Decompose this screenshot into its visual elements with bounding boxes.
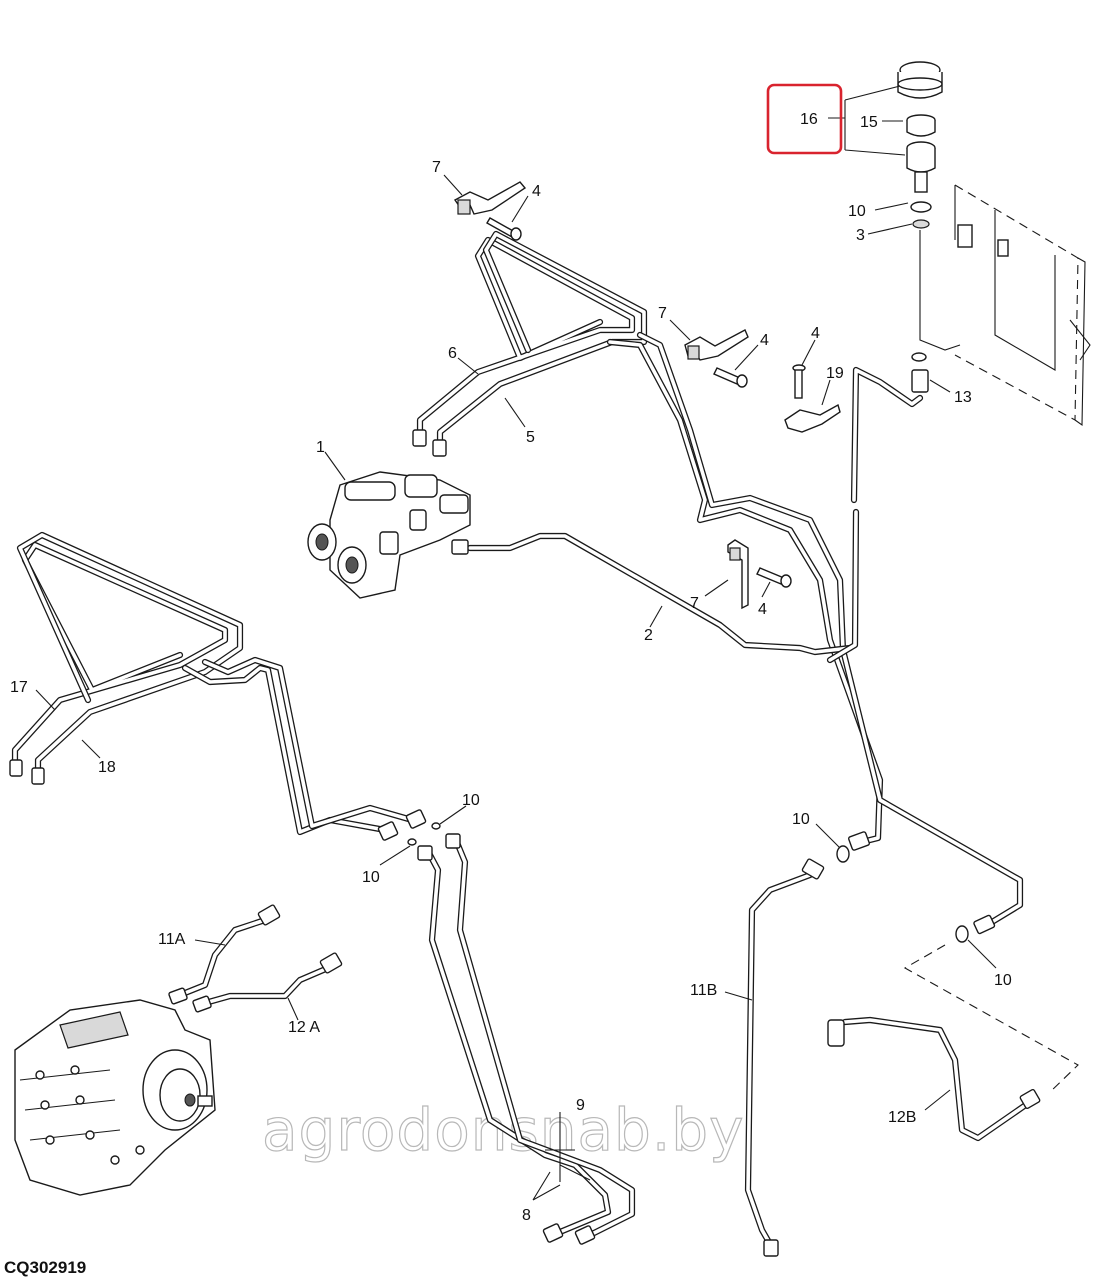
tube-left-loop-17 — [11, 541, 229, 772]
callout-6: 6 — [448, 345, 457, 362]
callout-2: 2 — [644, 627, 653, 644]
fittings — [9, 369, 1041, 1257]
tube-11b — [744, 871, 814, 1248]
tube-12b — [841, 1016, 1034, 1142]
bolt-4-mid — [713, 367, 748, 388]
callout-15: 15 — [860, 114, 878, 131]
callout-10: 10 — [848, 203, 866, 220]
bracket-7-lower — [727, 539, 749, 610]
callout-4: 4 — [532, 183, 541, 200]
filter-cap-assembly-16 — [897, 61, 943, 229]
bracket-7-mid — [684, 329, 749, 361]
figure-id: CQ302919 — [4, 1258, 86, 1277]
callout-11b: 11B — [690, 982, 717, 999]
callout-1: 1 — [316, 439, 325, 456]
callout-10: 10 — [792, 811, 810, 828]
tube-11a — [176, 916, 269, 999]
callout-13: 13 — [954, 389, 972, 406]
callout-3: 3 — [856, 227, 865, 244]
callout-18: 18 — [98, 759, 116, 776]
valve-block-1 — [307, 471, 471, 599]
bracket-19 — [784, 403, 841, 433]
callout-12a: 12 A — [288, 1019, 320, 1036]
bolt-4-top — [486, 217, 522, 241]
callout-19: 19 — [826, 365, 844, 382]
tube-upper-loop-6 — [416, 236, 636, 440]
mounting-panel — [911, 184, 1091, 427]
tube-left-loop-18 — [16, 531, 244, 780]
tube-2 — [466, 532, 854, 656]
callout-11a: 11A — [158, 931, 186, 948]
bracket-7-top — [453, 181, 527, 215]
callout-10: 10 — [462, 792, 480, 809]
bolt-4-vertical — [792, 364, 806, 399]
highlight-box — [766, 83, 843, 155]
tube-lines — [11, 230, 1034, 1248]
tube-left-to-center — [181, 656, 416, 836]
connector-dash-12b — [903, 944, 1079, 1093]
tube-12a — [201, 964, 332, 1007]
leader-lines — [35, 85, 997, 1201]
callout-7: 7 — [658, 305, 667, 322]
bolt-4-lower — [756, 567, 792, 588]
callout-10: 10 — [362, 869, 380, 886]
tube-13-vertical — [826, 366, 924, 664]
callout-4: 4 — [760, 332, 769, 349]
tube-right-descent — [606, 331, 1024, 926]
callout-7: 7 — [690, 595, 699, 612]
callout-5: 5 — [526, 429, 535, 446]
callout-10: 10 — [994, 972, 1012, 989]
callout-9: 9 — [576, 1097, 585, 1114]
callout-12b: 12B — [888, 1109, 916, 1126]
hydraulic-pump — [14, 999, 216, 1196]
callout-7: 7 — [432, 159, 441, 176]
tube-upper-loop-5 — [436, 230, 648, 452]
callout-8: 8 — [522, 1207, 531, 1224]
callout-17: 17 — [10, 679, 28, 696]
callout-4: 4 — [758, 601, 767, 618]
callout-16: 16 — [800, 111, 818, 128]
callout-4: 4 — [811, 325, 820, 342]
callout-labels: 16 15 10 3 13 7 4 7 4 4 19 6 5 1 7 4 2 1… — [10, 111, 1012, 1224]
tube-9-8 — [426, 841, 636, 1238]
